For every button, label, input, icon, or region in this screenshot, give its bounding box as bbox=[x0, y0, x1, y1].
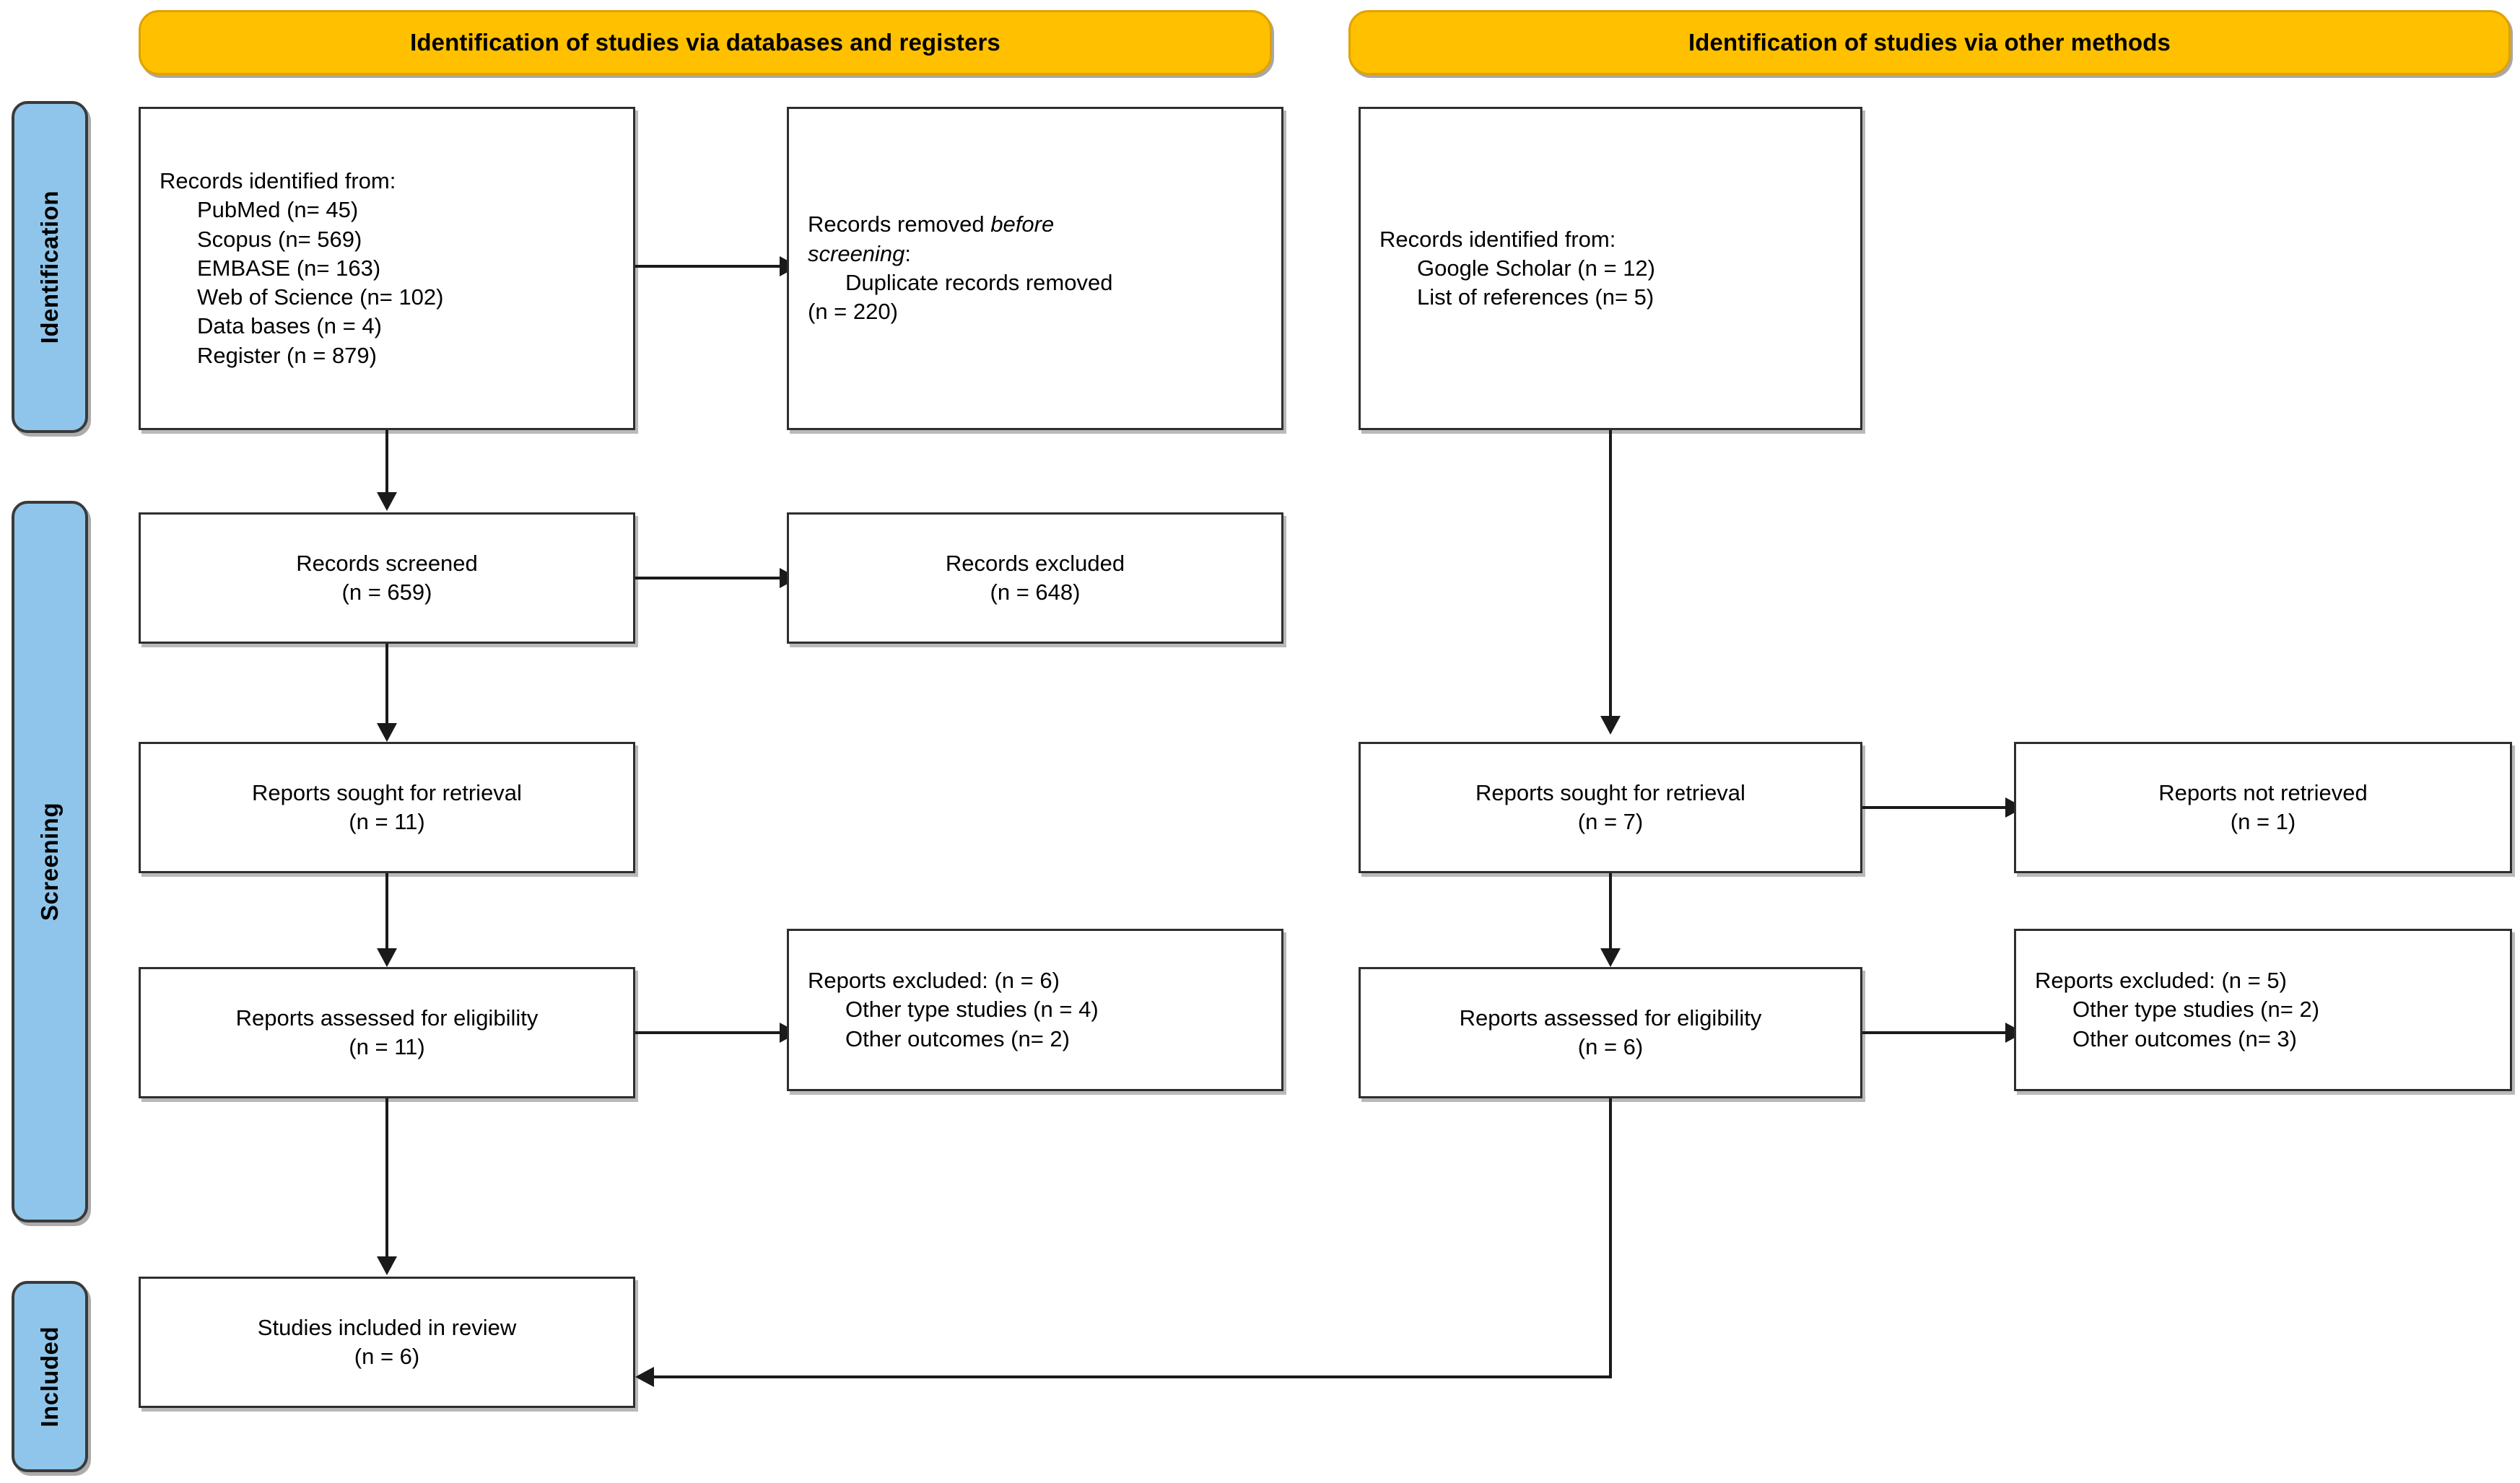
arrowhead-sought-to-assessed-db bbox=[377, 948, 397, 967]
arrowhead-identified-other-to-sought-other bbox=[1600, 716, 1621, 735]
reports-sought-db-line-1: Reports sought for retrieval bbox=[252, 779, 522, 805]
stage-header-databases-label: Identification of studies via databases … bbox=[410, 29, 1000, 56]
connector-screened-to-sought bbox=[385, 644, 388, 727]
phase-label-included-text: Included bbox=[36, 1326, 63, 1427]
connector-sought-to-assessed-db bbox=[385, 873, 388, 953]
box-reports-assessed-other: Reports assessed for eligibility (n = 6) bbox=[1359, 967, 1862, 1098]
records-identified-db-item-4: Data bases (n = 4) bbox=[197, 313, 382, 339]
studies-included-line-1: Studies included in review bbox=[257, 1314, 517, 1340]
box-reports-sought-other: Reports sought for retrieval (n = 7) bbox=[1359, 742, 1862, 873]
phase-label-screening-text: Screening bbox=[36, 802, 63, 922]
reports-excluded-db-title: Reports excluded: (n = 6) bbox=[808, 968, 1060, 994]
stage-header-other-methods-label: Identification of studies via other meth… bbox=[1688, 29, 2171, 56]
reports-not-retrieved-line-1: Reports not retrieved bbox=[2158, 779, 2368, 805]
box-reports-not-retrieved: Reports not retrieved (n = 1) bbox=[2014, 742, 2512, 873]
reports-not-retrieved-line-2: (n = 1) bbox=[2230, 809, 2296, 834]
reports-assessed-db-line-1: Reports assessed for eligibility bbox=[235, 1005, 539, 1031]
reports-excluded-other-item-0: Other type studies (n= 2) bbox=[2072, 997, 2320, 1023]
connector-identified-to-removed bbox=[635, 265, 780, 268]
arrowhead-screened-to-sought bbox=[377, 723, 397, 742]
connector-sought-to-not-retrieved bbox=[1862, 806, 2005, 809]
box-reports-assessed-databases: Reports assessed for eligibility (n = 11… bbox=[139, 967, 635, 1098]
records-removed-item-2: (n = 220) bbox=[808, 299, 898, 325]
records-identified-db-item-1: Scopus (n= 569) bbox=[197, 226, 362, 252]
reports-excluded-other-item-1: Other outcomes (n= 3) bbox=[2072, 1025, 2297, 1051]
box-studies-included-in-review: Studies included in review (n = 6) bbox=[139, 1277, 635, 1408]
box-records-excluded: Records excluded (n = 648) bbox=[787, 512, 1283, 644]
records-identified-db-item-5: Register (n = 879) bbox=[197, 342, 377, 368]
records-identified-db-item-2: EMBASE (n= 163) bbox=[197, 255, 381, 281]
connector-assessed-to-excluded-other bbox=[1862, 1031, 2005, 1034]
records-identified-db-item-0: PubMed (n= 45) bbox=[197, 197, 359, 223]
records-identified-other-title: Records identified from: bbox=[1379, 226, 1616, 252]
records-removed-line1a: Records removed bbox=[808, 211, 991, 237]
reports-assessed-other-line-2: (n = 6) bbox=[1577, 1034, 1644, 1059]
arrowhead-identified-to-screened bbox=[377, 492, 397, 511]
arrowhead-sought-to-assessed-other bbox=[1600, 948, 1621, 967]
reports-excluded-db-item-0: Other type studies (n = 4) bbox=[845, 997, 1099, 1023]
phase-label-identification-text: Identification bbox=[36, 190, 63, 344]
phase-label-included: Included bbox=[12, 1281, 88, 1472]
connector-other-to-included-horizontal bbox=[654, 1375, 1612, 1378]
records-removed-line-2: screening: bbox=[808, 240, 1263, 268]
reports-assessed-other-line-1: Reports assessed for eligibility bbox=[1459, 1005, 1762, 1031]
box-records-removed-before-screening: Records removed before screening: Duplic… bbox=[787, 107, 1283, 430]
records-removed-item-1: Duplicate records removed bbox=[845, 270, 1113, 295]
arrowhead-other-to-included bbox=[635, 1367, 654, 1387]
box-reports-excluded-databases: Reports excluded: (n = 6) Other type stu… bbox=[787, 929, 1283, 1091]
reports-assessed-db-line-2: (n = 11) bbox=[349, 1034, 425, 1059]
box-reports-excluded-other: Reports excluded: (n = 5) Other type stu… bbox=[2014, 929, 2512, 1091]
box-records-identified-other: Records identified from: Google Scholar … bbox=[1359, 107, 1862, 430]
box-reports-sought-databases: Reports sought for retrieval (n = 11) bbox=[139, 742, 635, 873]
connector-other-to-included-vertical bbox=[1609, 1098, 1612, 1378]
connector-sought-to-assessed-other bbox=[1609, 873, 1612, 953]
reports-sought-other-line-1: Reports sought for retrieval bbox=[1475, 779, 1745, 805]
reports-sought-other-line-2: (n = 7) bbox=[1577, 809, 1644, 834]
phase-label-screening: Screening bbox=[12, 501, 88, 1222]
connector-identified-to-screened bbox=[385, 430, 388, 496]
connector-screened-to-excluded bbox=[635, 577, 780, 579]
stage-header-other-methods: Identification of studies via other meth… bbox=[1348, 10, 2511, 75]
records-removed-line2b: : bbox=[904, 240, 912, 266]
records-excluded-line-2: (n = 648) bbox=[990, 579, 1081, 605]
connector-assessed-to-excluded-db bbox=[635, 1031, 780, 1034]
records-removed-line1b: before bbox=[990, 211, 1055, 237]
arrowhead-assessed-to-included bbox=[377, 1256, 397, 1275]
connector-assessed-to-included bbox=[385, 1098, 388, 1261]
studies-included-line-2: (n = 6) bbox=[354, 1344, 420, 1369]
records-removed-line2a: screening bbox=[808, 240, 905, 266]
records-screened-line-2: (n = 659) bbox=[341, 579, 432, 605]
connector-identified-other-to-sought-other bbox=[1609, 430, 1612, 720]
records-identified-other-item-1: List of references (n= 5) bbox=[1417, 284, 1654, 310]
records-identified-other-item-0: Google Scholar (n = 12) bbox=[1417, 255, 1655, 281]
records-removed-line-1: Records removed before bbox=[808, 210, 1263, 239]
records-excluded-line-1: Records excluded bbox=[945, 550, 1125, 576]
box-records-identified-databases: Records identified from: PubMed (n= 45) … bbox=[139, 107, 635, 430]
records-screened-line-1: Records screened bbox=[296, 550, 478, 576]
stage-header-databases: Identification of studies via databases … bbox=[139, 10, 1272, 75]
box-records-screened: Records screened (n = 659) bbox=[139, 512, 635, 644]
records-identified-db-title: Records identified from: bbox=[160, 167, 396, 193]
reports-excluded-db-item-1: Other outcomes (n= 2) bbox=[845, 1025, 1070, 1051]
phase-label-identification: Identification bbox=[12, 101, 88, 433]
records-identified-db-item-3: Web of Science (n= 102) bbox=[197, 284, 444, 310]
reports-sought-db-line-2: (n = 11) bbox=[349, 809, 425, 834]
reports-excluded-other-title: Reports excluded: (n = 5) bbox=[2035, 968, 2287, 994]
